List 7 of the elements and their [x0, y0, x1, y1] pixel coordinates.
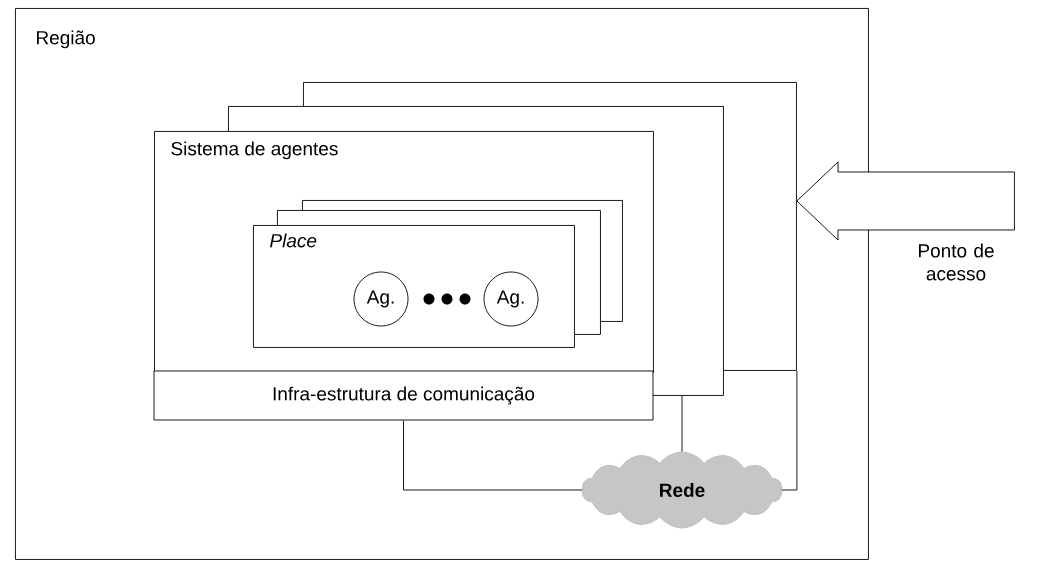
network-cloud: Rede: [581, 451, 783, 529]
connector-line: [681, 395, 683, 452]
infrastructure-bar: Infra-estrutura de comunicação: [153, 370, 654, 421]
connector-line: [403, 420, 583, 491]
block-arrow: [796, 161, 1015, 241]
connector-line: [781, 370, 798, 491]
access-point-label: Ponto de acesso: [919, 243, 994, 281]
